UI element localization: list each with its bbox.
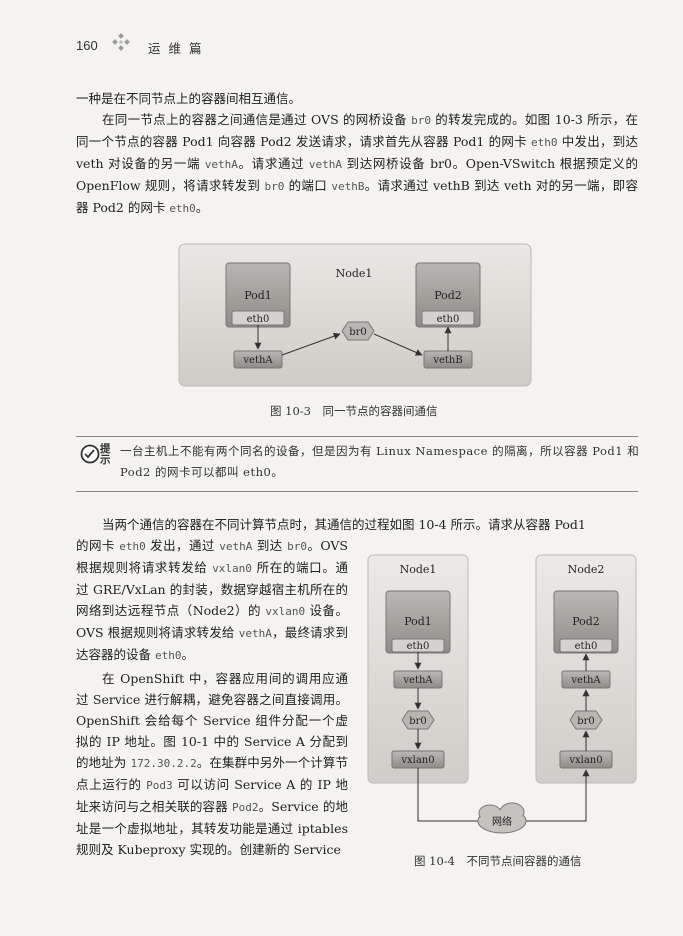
paragraph-3: 的网卡 eth0 发出，通过 vethA 到达 br0。OVS 根据规则将请求转… [76, 538, 348, 662]
tip-top-rule [76, 436, 638, 437]
network-path-right [526, 769, 590, 822]
paragraph-4: 在 OpenShift 中，容器应用间的调用应通过 Service 进行解耦，避… [76, 671, 348, 857]
eth0-right-box [421, 310, 475, 326]
vethA-right-label: vethA [570, 675, 601, 686]
network-path-left [417, 768, 478, 822]
figure-10-4: Node1 Pod1 eth0 vethA br0 vxlan0 Node2 P… [366, 553, 640, 849]
eth0-left-label: eth0 [407, 641, 430, 652]
eth0-right-box [559, 638, 613, 653]
pod2-label: Pod2 [434, 289, 462, 302]
br0-right-label: br0 [577, 716, 595, 727]
tip-text: 一台主机上不能有两个同名的设备，但是因为有 Linux Namespace 的隔… [120, 444, 640, 479]
vethA-left-label: vethA [402, 675, 433, 686]
vethA-label: vethA [242, 355, 273, 366]
figure-10-3-caption: 图 10-3 同一节点的容器间通信 [270, 404, 438, 418]
pod1-label: Pod1 [404, 615, 432, 628]
vxlan0-left-label: vxlan0 [400, 755, 434, 766]
paragraph-2: 在同一节点上的容器之间通信是通过 OVS 的网桥设备 br0 的转发完成的。如图… [76, 112, 638, 215]
pod2-box [553, 590, 619, 654]
node1-label: Node1 [400, 563, 437, 576]
ornament-icon [108, 33, 134, 57]
vxlan0-right-label: vxlan0 [568, 755, 602, 766]
node2-label: Node2 [568, 563, 605, 576]
arrow-br0-to-vethB [373, 333, 423, 356]
vethA-box [233, 350, 283, 369]
eth0-right-label: eth0 [437, 314, 460, 325]
node1-label: Node1 [336, 267, 373, 280]
tip-bottom-rule [76, 491, 638, 492]
eth0-left-label: eth0 [247, 314, 270, 325]
paragraph-1: 一种是在不同节点上的容器间相互通信。 [76, 91, 302, 106]
br0-left-label: br0 [409, 716, 427, 727]
page-number: 160 [76, 38, 98, 53]
br0-right-hexagon [569, 710, 603, 730]
paragraph-3-lead: 当两个通信的容器在不同计算节点时，其通信的过程如图 10-4 所示。请求从容器 … [102, 517, 586, 532]
br0-hexagon [341, 321, 375, 341]
pod2-label: Pod2 [572, 615, 600, 628]
section-title: 运维篇 [148, 41, 210, 56]
vethB-label: vethB [432, 355, 462, 366]
network-label: 网络 [492, 815, 512, 828]
pod1-label: Pod1 [244, 289, 272, 302]
arrow-vethA-to-br0 [281, 332, 341, 356]
tip-icon [80, 444, 100, 468]
eth0-right-label: eth0 [575, 641, 598, 652]
tip-label: 提示 [100, 443, 111, 466]
br0-left-hexagon [401, 710, 435, 730]
figure-10-4-caption: 图 10-4 不同节点间容器的通信 [414, 854, 582, 868]
network-cloud-icon [477, 802, 527, 834]
figure-10-3: Node1 Pod1 eth0 Pod2 eth0 br0 vethA veth… [178, 243, 532, 392]
br0-label: br0 [349, 327, 367, 338]
